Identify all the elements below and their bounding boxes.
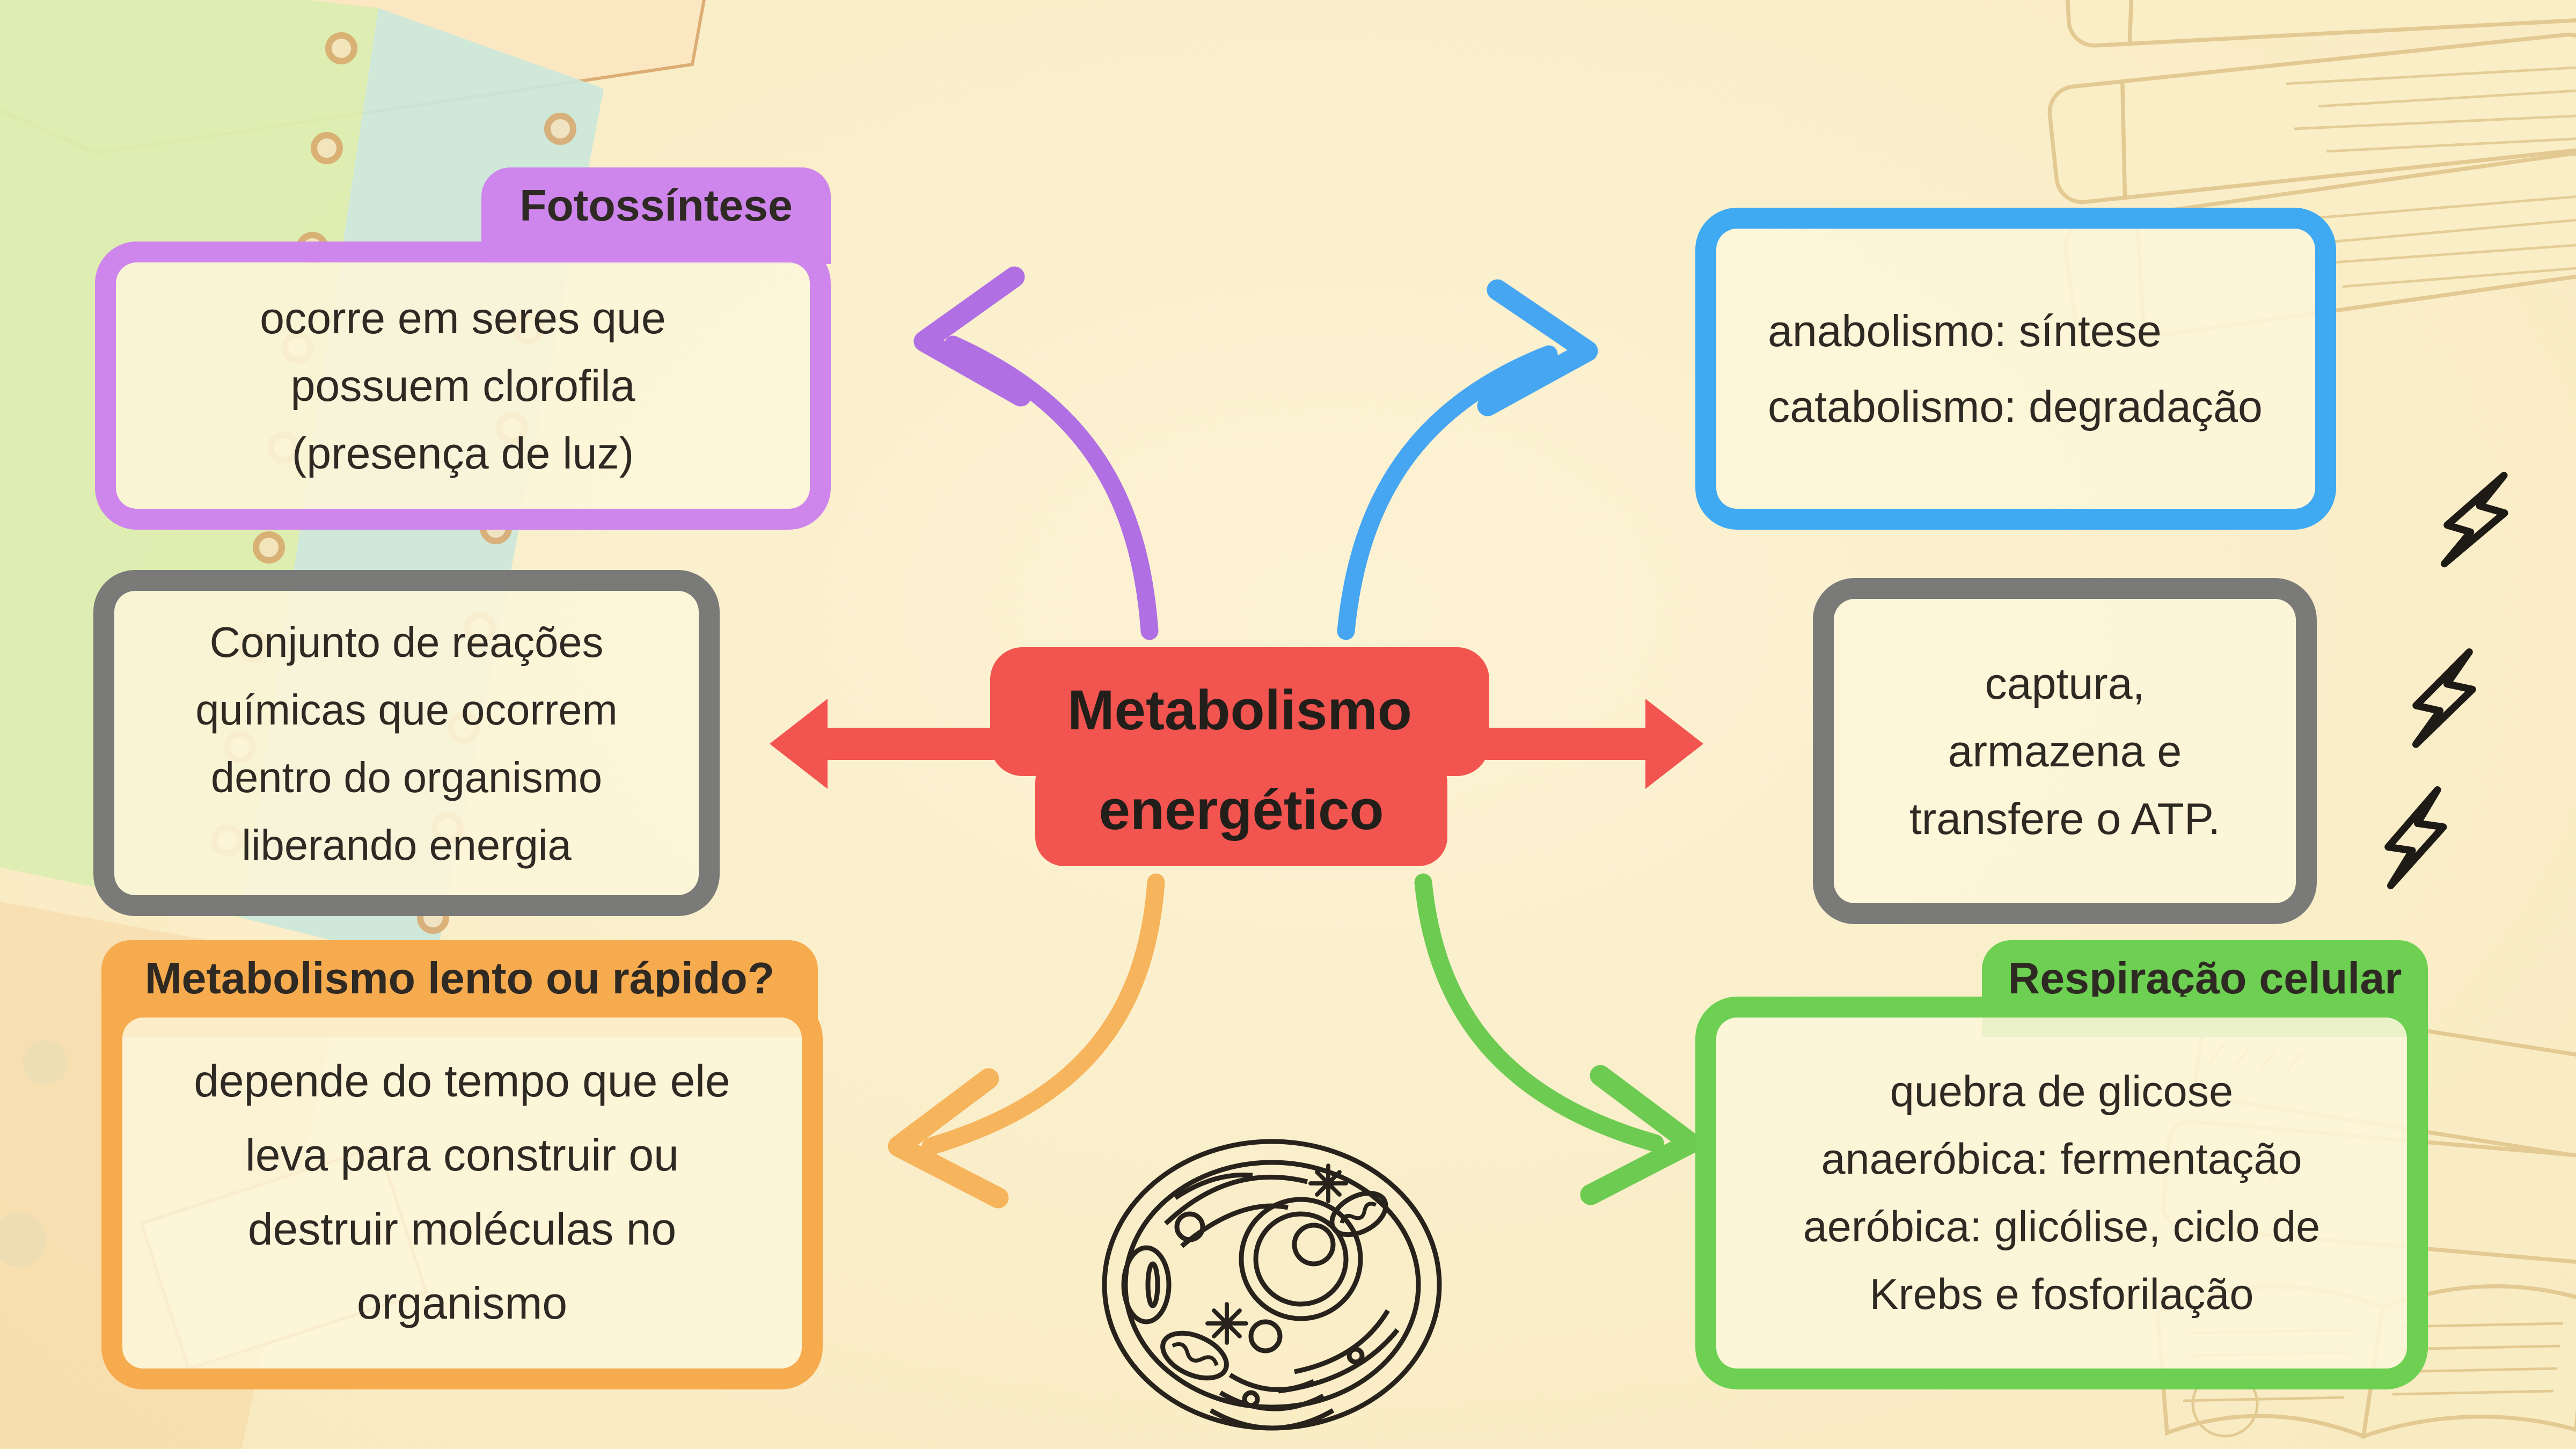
blue-curved-arrow <box>1337 345 1558 640</box>
central-node-bottom <box>1035 753 1447 866</box>
orange-curved-arrow <box>921 873 1165 1155</box>
node-box-definicao: Conjunto de reações químicas que ocorrem… <box>93 570 720 916</box>
orange-arrowhead <box>888 1068 1009 1209</box>
node-body: captura, armazena e transfere o ATP. <box>1909 657 2221 843</box>
node-body: Conjunto de reações químicas que ocorrem… <box>195 617 618 869</box>
purple-arrowhead <box>913 266 1031 407</box>
node-title: Respiração celular <box>2008 953 2402 1003</box>
node-body: anabolismo: síntese catabolismo: degrada… <box>1768 306 2263 431</box>
purple-curved-arrow <box>944 335 1159 640</box>
node-body: quebra de glicose anaeróbica: fermentaçã… <box>1803 1067 2321 1319</box>
central-node-title-line1: Metabolismo <box>1067 679 1412 742</box>
green-curved-arrow <box>1414 873 1664 1152</box>
node-box-atp: captura, armazena e transfere o ATP. <box>1813 578 2317 924</box>
node-box-velocidade: depende do tempo que ele leva para const… <box>101 997 823 1389</box>
node-box-fotossintese: ocorre em seres que possuem clorofila (p… <box>95 241 831 530</box>
node-box-respiracao: quebra de glicose anaeróbica: fermentaçã… <box>1695 997 2428 1389</box>
node-body: ocorre em seres que possuem clorofila (p… <box>260 292 666 478</box>
blue-arrowhead <box>1477 279 1598 416</box>
lightning-bolt-icon <box>2384 472 2508 890</box>
node-title: Fotossíntese <box>519 180 793 230</box>
red-arrow-right <box>1473 699 1703 789</box>
node-body: depende do tempo que ele leva para const… <box>194 1056 730 1328</box>
animal-cell-illustration <box>1102 1139 1442 1431</box>
central-node-title-line2: energético <box>1099 779 1384 842</box>
red-arrow-left <box>770 699 1006 789</box>
node-box-anabolismo-catabolismo: anabolismo: síntese catabolismo: degrada… <box>1695 208 2336 530</box>
green-arrowhead <box>1580 1065 1701 1205</box>
